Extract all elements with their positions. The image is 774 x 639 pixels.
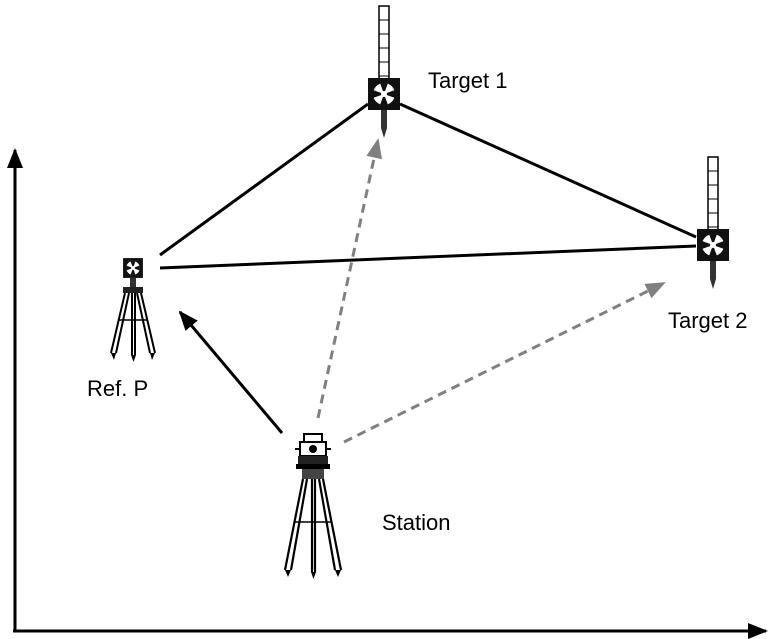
station-to-target2-dashed-arrow xyxy=(344,283,664,442)
station-label: Station xyxy=(382,510,451,535)
target2-prism-pole-icon xyxy=(697,157,729,289)
station-to-refp-arrow xyxy=(180,312,282,433)
connection-lines xyxy=(160,104,696,268)
line-refp-target2 xyxy=(160,246,696,268)
target1-prism-pole-icon xyxy=(368,6,400,138)
refp-prism-tripod-icon xyxy=(111,258,155,362)
line-refp-target1 xyxy=(160,104,368,255)
target1-label: Target 1 xyxy=(428,68,508,93)
refp-label: Ref. P xyxy=(87,376,148,401)
station-to-target1-dashed-arrow xyxy=(318,140,378,418)
target2-label: Target 2 xyxy=(668,308,748,333)
station-total-station-tripod-icon xyxy=(285,434,341,579)
line-target1-target2 xyxy=(400,104,696,237)
